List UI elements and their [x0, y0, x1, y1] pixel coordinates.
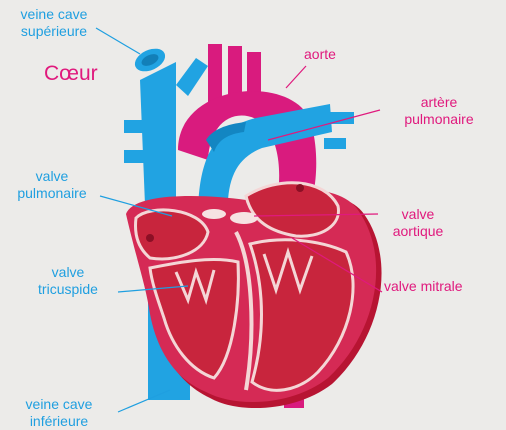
- label-valve-tricuspide-line1: valve: [20, 264, 116, 281]
- label-valve-tricuspide: valve tricuspide: [20, 264, 116, 298]
- label-valve-mitrale: valve mitrale: [384, 278, 463, 295]
- label-aorte: aorte: [304, 46, 336, 63]
- label-valve-aortique-line2: aortique: [378, 223, 458, 240]
- label-veine-cave-superieure: veine cave supérieure: [6, 6, 102, 40]
- label-veine-cave-superieure-line2: supérieure: [6, 23, 102, 40]
- label-veine-cave-inferieure: veine cave inférieure: [8, 396, 110, 430]
- page-title: Cœur: [44, 62, 98, 86]
- label-artere-pulmonaire-line1: artère: [380, 94, 498, 111]
- label-artere-pulmonaire-line2: pulmonaire: [380, 111, 498, 128]
- label-valve-aortique-line1: valve: [378, 206, 458, 223]
- label-artere-pulmonaire: artère pulmonaire: [380, 94, 498, 128]
- leader-veine-cave-inferieure: [118, 390, 170, 412]
- label-valve-tricuspide-line2: tricuspide: [20, 281, 116, 298]
- leader-aorte: [286, 66, 306, 88]
- label-valve-pulmonaire: valve pulmonaire: [4, 168, 100, 202]
- label-veine-cave-inferieure-line1: veine cave: [8, 396, 110, 413]
- aortic-valve-shape: [230, 212, 258, 224]
- label-valve-aortique: valve aortique: [378, 206, 458, 240]
- label-veine-cave-inferieure-line2: inférieure: [8, 413, 110, 430]
- pulmonary-valve-shape: [202, 209, 226, 219]
- label-valve-pulmonaire-line2: pulmonaire: [4, 185, 100, 202]
- leader-veine-cave-superieure: [96, 28, 140, 54]
- label-veine-cave-superieure-line1: veine cave: [6, 6, 102, 23]
- label-valve-pulmonaire-line1: valve: [4, 168, 100, 185]
